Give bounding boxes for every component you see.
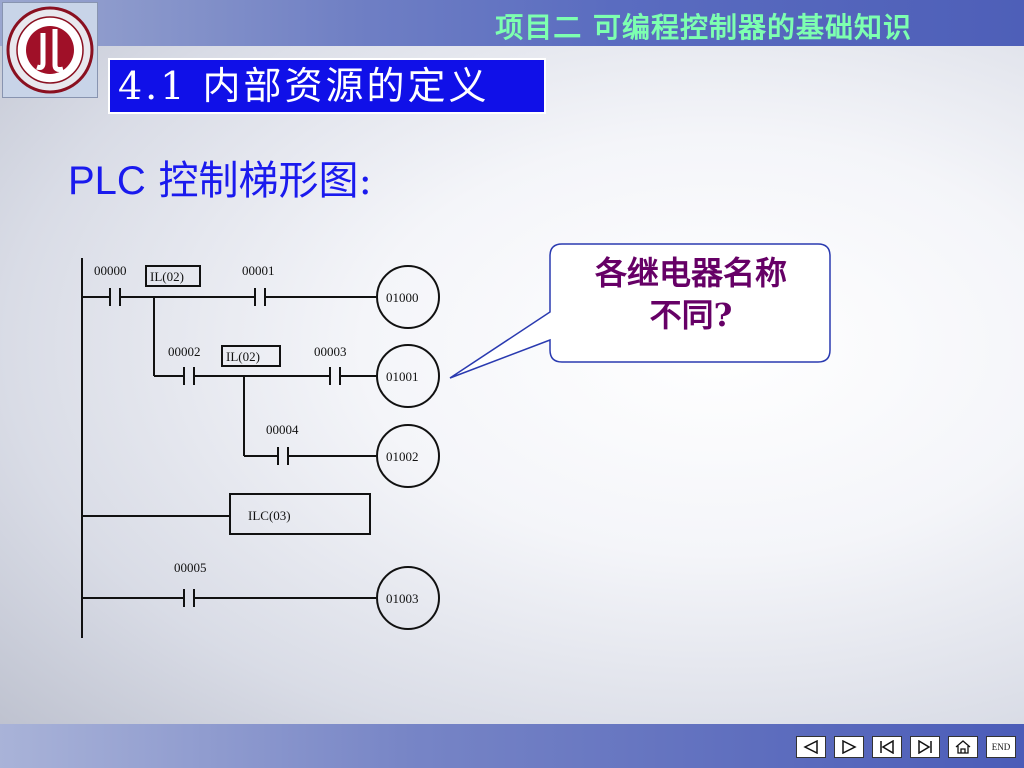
contact-label: 00001 [242,263,275,278]
page-heading: PLC 控制梯形图: [68,148,372,206]
triangle-right-icon [842,740,857,754]
callout-line-1: 各继电器名称 [594,254,787,292]
callout-bubble [449,243,831,379]
triangle-left-icon [803,740,818,754]
skip-to-end-icon [918,740,932,754]
callout-line-2: 不同? [649,296,733,334]
heading-latin: PLC [68,159,146,203]
next-slide-button[interactable] [834,736,864,758]
home-icon [955,740,971,754]
contact-label: 00000 [94,263,127,278]
home-button[interactable] [948,736,978,758]
last-slide-button[interactable] [910,736,940,758]
section-title: 4.1 内部资源的定义 [108,58,546,114]
coil-label: 01001 [386,369,419,384]
heading-text: 控制梯形图: [145,158,373,204]
callout-text: 各继电器名称 不同? [553,252,829,336]
ladder-diagram: 00000 IL(02) 00001 01000 00002 IL(02) 00… [81,258,440,638]
end-label: END [991,742,1011,752]
header-bar [0,0,1024,46]
coil-label: 01003 [386,591,419,606]
skip-to-start-icon [880,740,894,754]
contact-label: 00003 [314,344,347,359]
slide-navigation: END [796,736,1016,758]
header-title: 项目二 可编程控制器的基础知识 [495,11,912,44]
contact-label: 00005 [174,560,207,575]
coil-label: 01000 [386,290,419,305]
end-show-button[interactable]: END [986,736,1016,758]
contact-label: 00004 [266,422,299,437]
previous-slide-button[interactable] [796,736,826,758]
school-logo [2,2,98,98]
il-box-label: IL(02) [150,269,184,284]
contact-label: 00002 [168,344,201,359]
coil-label: 01002 [386,449,419,464]
school-logo-icon [6,6,94,94]
ilc-box-label: ILC(03) [248,508,291,523]
first-slide-button[interactable] [872,736,902,758]
il-box-label: IL(02) [226,349,260,364]
